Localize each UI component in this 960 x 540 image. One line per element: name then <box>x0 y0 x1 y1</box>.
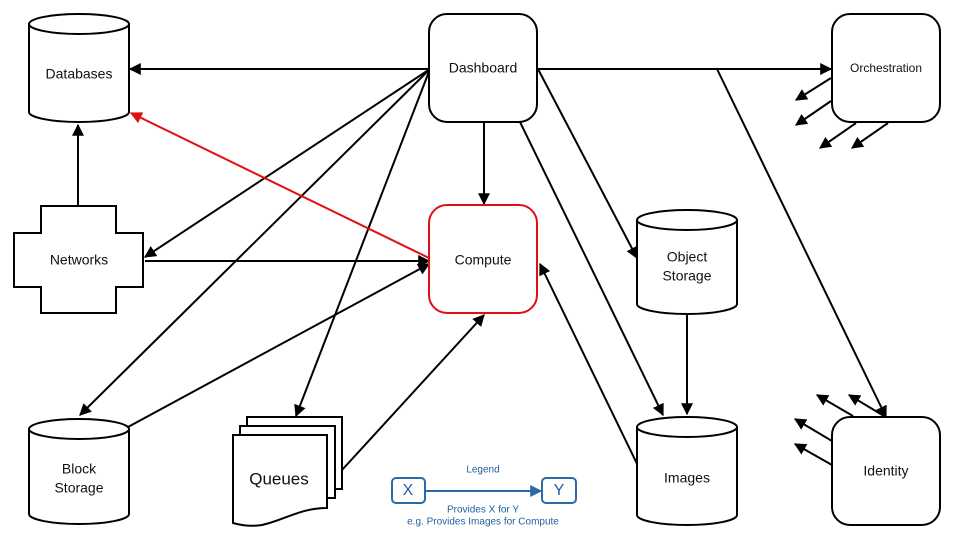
edge-queues-compute <box>341 314 485 471</box>
legend-description-2: e.g. Provides Images for Compute <box>407 517 559 528</box>
node-orchestration-label: Orchestration <box>850 61 922 75</box>
legend-description-1: Provides X for Y <box>447 505 519 516</box>
node-networks-label: Networks <box>50 252 108 268</box>
edge-orchestration-out-2 <box>795 100 832 126</box>
edge-dashboard-object-storage <box>537 68 638 260</box>
edge-dashboard-images <box>519 121 664 417</box>
legend-y-box <box>541 477 577 504</box>
node-databases-label: Databases <box>46 66 113 82</box>
edge-dashboard-networks <box>143 68 431 258</box>
edge-identity-out-2 <box>847 394 885 417</box>
edge-compute-databases <box>129 112 430 259</box>
node-images-label: Images <box>664 470 710 486</box>
edge-orchestration-out-4 <box>851 122 889 149</box>
legend-x-label: X <box>403 482 414 499</box>
edge-identity-out-1 <box>815 394 854 417</box>
node-orchestration[interactable]: Orchestration <box>831 13 941 123</box>
node-queues[interactable]: Queues <box>232 416 343 527</box>
legend-title: Legend <box>466 465 499 476</box>
edge-orchestration-out-3 <box>819 122 857 149</box>
node-databases[interactable]: Databases <box>28 13 130 123</box>
edge-orchestration-out-1 <box>794 77 832 101</box>
edge-block-storage-compute <box>127 263 431 428</box>
node-identity-label: Identity <box>863 463 908 479</box>
node-compute[interactable]: Compute <box>428 204 538 314</box>
node-dashboard-label: Dashboard <box>449 60 518 76</box>
edge-dashboard-identity <box>716 68 887 419</box>
node-object-storage-label-1: Object <box>667 249 708 265</box>
node-object-storage-label-2: Storage <box>662 268 711 284</box>
edge-dashboard-queues <box>294 68 431 418</box>
node-block-storage[interactable]: Block Storage <box>28 418 130 525</box>
node-object-storage[interactable]: Object Storage <box>636 209 738 315</box>
edge-identity-out-3 <box>793 418 833 442</box>
node-images[interactable]: Images <box>636 416 738 526</box>
node-identity[interactable]: Identity <box>831 416 941 526</box>
node-networks[interactable]: Networks <box>13 205 144 314</box>
node-queues-label: Queues <box>249 469 309 488</box>
node-block-storage-label-2: Storage <box>54 480 103 496</box>
node-block-storage-label-1: Block <box>62 461 97 477</box>
node-dashboard[interactable]: Dashboard <box>428 13 538 123</box>
node-compute-label: Compute <box>455 252 512 268</box>
legend: Legend X Y Provides X for Y e.g. Provide… <box>391 465 577 528</box>
edge-images-compute <box>539 262 641 471</box>
edge-dashboard-block-storage <box>79 68 431 416</box>
edge-identity-out-4 <box>793 443 833 466</box>
legend-y-label: Y <box>554 482 565 499</box>
